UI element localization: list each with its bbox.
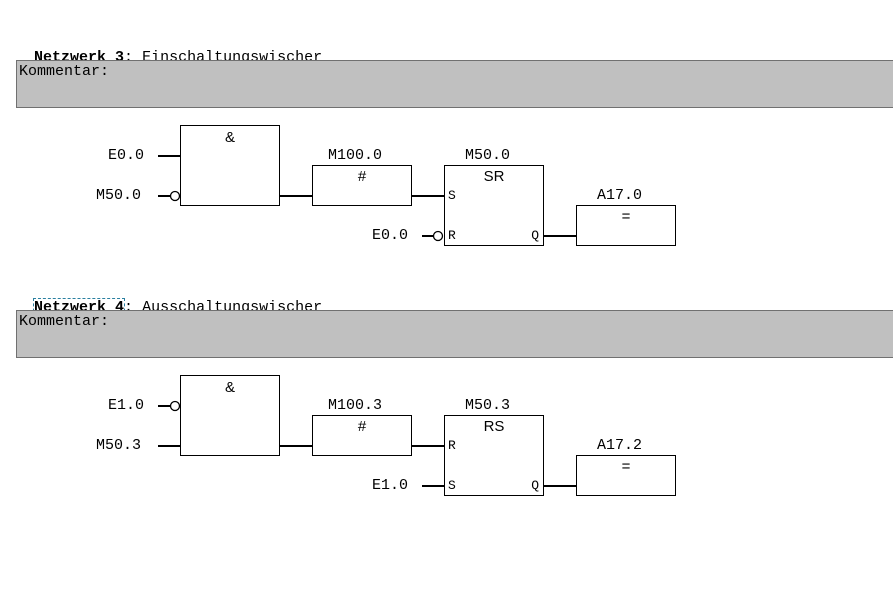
- flag-block-address[interactable]: M100.0: [328, 147, 383, 164]
- positive-edge-block[interactable]: #: [312, 165, 412, 206]
- and-symbol: &: [224, 129, 235, 146]
- flipflop-pin-top: R: [448, 438, 456, 453]
- positive-edge-block[interactable]: #: [312, 415, 412, 456]
- flag-block-address[interactable]: M100.3: [328, 397, 383, 414]
- flipflop-pin-bottom: S: [448, 478, 456, 493]
- network-3-comment-field[interactable]: Kommentar:: [16, 60, 893, 108]
- rs-flipflop-block[interactable]: RS R S Q: [444, 415, 544, 496]
- edge-symbol: #: [357, 168, 367, 185]
- edge-symbol: #: [357, 418, 367, 435]
- flipflop-symbol: RS: [483, 418, 505, 435]
- output-coil-address[interactable]: A17.2: [597, 437, 643, 454]
- network-3-wires: [158, 155, 577, 242]
- output-coil-block[interactable]: =: [576, 205, 676, 246]
- and-input-1-address[interactable]: E1.0: [108, 397, 145, 414]
- flipflop-address[interactable]: M50.3: [465, 397, 511, 414]
- flipflop-pin-bottom: R: [448, 228, 456, 243]
- and-input-2-address[interactable]: M50.0: [96, 187, 142, 204]
- coil-symbol: =: [621, 208, 631, 225]
- network-4-comment-field[interactable]: Kommentar:: [16, 310, 893, 358]
- network-4-wires: [158, 400, 577, 487]
- sr-flipflop-block[interactable]: SR S R Q: [444, 165, 544, 246]
- flipflop-pin-out: Q: [531, 478, 539, 493]
- network-3-separator: :: [124, 49, 134, 66]
- flipflop-pin-top: S: [448, 188, 456, 203]
- and-block[interactable]: &: [180, 125, 280, 206]
- and-block[interactable]: &: [180, 375, 280, 456]
- network-4-comment-label: Kommentar:: [19, 313, 110, 330]
- flipflop-pin-out: Q: [531, 228, 539, 243]
- output-coil-address[interactable]: A17.0: [597, 187, 643, 204]
- network-4-separator: :: [124, 299, 134, 316]
- flipflop-bottom-input-address[interactable]: E0.0: [372, 227, 409, 244]
- and-input-2-address[interactable]: M50.3: [96, 437, 142, 454]
- network-3-diagram: E0.0 M50.0 & M100.0 # M50.0 SR S R Q E0.…: [0, 115, 893, 255]
- flipflop-bottom-input-address[interactable]: E1.0: [372, 477, 409, 494]
- output-coil-block[interactable]: =: [576, 455, 676, 496]
- network-3-comment-label: Kommentar:: [19, 63, 110, 80]
- coil-symbol: =: [621, 458, 631, 475]
- and-symbol: &: [224, 379, 235, 396]
- flipflop-symbol: SR: [483, 168, 505, 185]
- network-4-diagram: E1.0 M50.3 & M100.3 # M50.3 RS R S Q E1.…: [0, 365, 893, 505]
- and-input-1-address[interactable]: E0.0: [108, 147, 145, 164]
- flipflop-address[interactable]: M50.0: [465, 147, 511, 164]
